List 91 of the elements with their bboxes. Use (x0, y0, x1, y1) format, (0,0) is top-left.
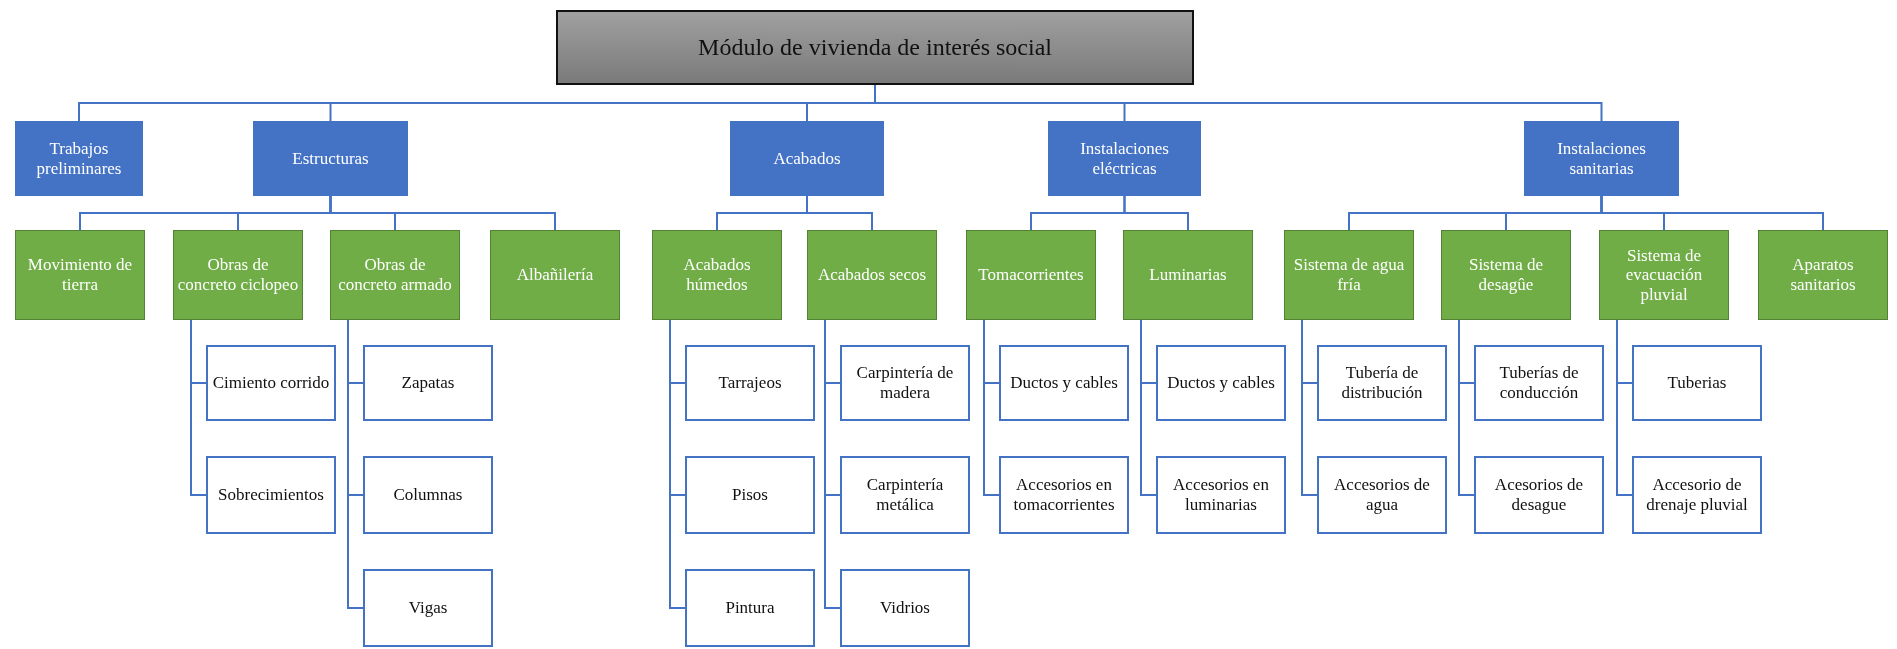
subcategory-box (330, 230, 460, 320)
node-label: Instalaciones eléctricas (1079, 138, 1170, 179)
node-label: Tarrajeos (718, 373, 782, 393)
node-label: Tuberías de conducción (1498, 363, 1580, 403)
node-label: Sobrecimientos (218, 485, 324, 505)
node-label: Vigas (408, 598, 448, 618)
connector-line (1301, 319, 1318, 496)
item-box (999, 345, 1129, 421)
subcategory-box (15, 230, 145, 320)
node-label: Acabados (773, 148, 841, 169)
node-label: Ductos y cables (1167, 373, 1275, 393)
item-box (1317, 456, 1447, 534)
category-box (253, 121, 408, 196)
node-label: Tubería de distribución (1340, 363, 1424, 403)
subcategory-box (966, 230, 1096, 320)
item-box (1632, 456, 1762, 534)
node-label: Estructuras (292, 148, 369, 169)
item-box (363, 569, 493, 647)
node-label: Albañilería (516, 265, 594, 285)
node-label: Tuberias (1667, 373, 1727, 393)
category-box (15, 121, 143, 196)
connector-line (1140, 319, 1157, 496)
node-label: Movimiento de tierra (26, 255, 134, 295)
node-label: Instalaciones sanitarias (1556, 138, 1647, 179)
item-box (1156, 456, 1286, 534)
subcategory-box (807, 230, 937, 320)
node-label: Pisos (732, 485, 768, 505)
node-label: Accesorios de agua (1333, 475, 1431, 515)
node-label: Pintura (725, 598, 775, 618)
node-label: Aparatos sanitarios (1789, 255, 1857, 295)
connector-line (1616, 319, 1633, 496)
node-label: Tomacorrientes (978, 265, 1084, 285)
item-box (999, 456, 1129, 534)
node-label: Zapatas (401, 373, 455, 393)
item-box (1317, 345, 1447, 421)
node-label: Obras de concreto armado (337, 255, 453, 295)
connector-line (983, 319, 1000, 496)
item-box (1156, 345, 1286, 421)
item-box (685, 456, 815, 534)
item-box (685, 569, 815, 647)
item-box (1474, 345, 1604, 421)
node-label: Accesorios en luminarias (1172, 475, 1270, 515)
subcategory-box (652, 230, 782, 320)
node-label: Acabados húmedos (682, 255, 752, 295)
node-label: Sistema de desagûe (1467, 255, 1545, 295)
item-box (363, 456, 493, 534)
connector-line (329, 195, 556, 231)
item-box (1474, 456, 1604, 534)
node-label: Carpintería metálica (865, 475, 945, 515)
item-box (363, 345, 493, 421)
subcategory-box (1441, 230, 1571, 320)
item-box (206, 456, 336, 534)
item-box (685, 345, 815, 421)
node-label: Ductos y cables (1010, 373, 1118, 393)
subcategory-box (1599, 230, 1729, 320)
item-box (840, 456, 970, 534)
subcategory-box (1123, 230, 1253, 320)
item-box (840, 569, 970, 647)
node-label: Módulo de vivienda de interés social (698, 33, 1052, 62)
node-label: Cimiento corrido (212, 373, 330, 393)
subcategory-box (173, 230, 303, 320)
node-label: Acabados secos (817, 265, 927, 285)
item-box (1632, 345, 1762, 421)
item-box (206, 345, 336, 421)
connector-line (190, 319, 207, 496)
node-label: Carpintería de madera (855, 363, 955, 403)
connector-line (824, 319, 841, 609)
node-label: Sistema de evacuación pluvial (1624, 245, 1704, 305)
root-box (556, 10, 1194, 85)
connector-line (1600, 195, 1824, 231)
node-label: Accesorios en tomacorrientes (1012, 475, 1116, 515)
subcategory-box (1758, 230, 1888, 320)
node-label: Luminarias (1149, 265, 1227, 285)
node-label: Columnas (393, 485, 463, 505)
node-label: Acesorios de desague (1493, 475, 1585, 515)
category-box (1048, 121, 1201, 196)
item-box (840, 345, 970, 421)
connector-line (1458, 319, 1475, 496)
connector-line (1123, 195, 1189, 231)
category-box (1524, 121, 1679, 196)
subcategory-box (1284, 230, 1414, 320)
node-label: Trabajos preliminares (35, 138, 123, 179)
subcategory-box (490, 230, 620, 320)
node-label: Accesorio de drenaje pluvial (1645, 475, 1749, 515)
connector-line (669, 319, 686, 609)
connector-line (806, 195, 873, 231)
node-label: Vidrios (880, 598, 930, 618)
connector-line (347, 319, 364, 609)
node-label: Sistema de agua fría (1292, 255, 1406, 295)
node-label: Obras de concreto ciclopeo (177, 255, 299, 295)
category-box (730, 121, 884, 196)
